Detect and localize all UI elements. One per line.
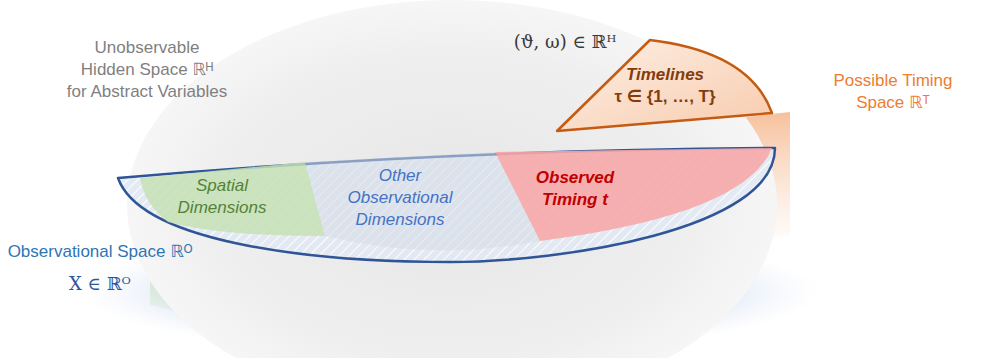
space-heading: Unobservable Hidden Space ℝᴴ for Abstrac…	[67, 37, 227, 103]
sector-label: Spatial Dimensions	[178, 175, 267, 219]
text-line: Observational	[348, 187, 453, 209]
spatial-sector: Spatial Dimensions	[135, 155, 330, 240]
text-line: Hidden Space ℝᴴ	[67, 59, 227, 81]
text-line: Unobservable	[67, 37, 227, 59]
text-line: Spatial	[178, 175, 267, 197]
variable-label: X ∈ ℝᴼ	[69, 272, 131, 295]
text-line: Other	[348, 165, 453, 187]
text-line: τ ∈ {1, …, T}	[614, 86, 715, 108]
observed-timing-sector: Observed Timing t	[490, 143, 780, 243]
text-line: for Abstract Variables	[67, 81, 227, 103]
text-slot: Spatial Dimensions	[178, 175, 267, 219]
text-line: Timelines	[614, 64, 715, 86]
space-heading: Possible Timing Space ℝᵀ	[833, 70, 952, 114]
variable-label: (ϑ, ω) ∈ ℝᴴ	[514, 30, 617, 53]
spatial-sector-outline	[135, 155, 330, 240]
observational-half-disc: Spatial DimensionsOther Observational Di…	[0, 140, 790, 300]
text-slot: Timelines τ ∈ {1, …, T}	[614, 64, 715, 108]
text-line: Observed	[536, 167, 614, 189]
text-slot: Observed Timing t	[536, 167, 614, 211]
text-slot: Possible Timing Space ℝᵀ	[833, 70, 952, 114]
timing-wedge: Timelines τ ∈ {1, …, T} Possible Timing S…	[550, 35, 998, 140]
text-line: Timing t	[536, 189, 614, 211]
sector-label: Observed Timing t	[536, 167, 614, 211]
text-slot: Observational Space ℝᴼ	[8, 241, 193, 263]
sector-label: Other Observational Dimensions	[348, 165, 453, 231]
text-slot: X ∈ ℝᴼ	[69, 272, 131, 295]
text-line: Dimensions	[348, 209, 453, 231]
text-slot: Unobservable Hidden Space ℝᴴ for Abstrac…	[67, 37, 227, 103]
text-line: Space ℝᵀ	[833, 92, 952, 114]
text-slot: (ϑ, ω) ∈ ℝᴴ	[514, 30, 617, 53]
observed-timing-sector-outline	[490, 143, 780, 243]
text-slot: Other Observational Dimensions	[348, 165, 453, 231]
text-line: Dimensions	[178, 197, 267, 219]
text-line: Possible Timing	[833, 70, 952, 92]
timelines-label: Timelines τ ∈ {1, …, T}	[614, 64, 715, 108]
space-heading: Observational Space ℝᴼ	[8, 241, 193, 263]
